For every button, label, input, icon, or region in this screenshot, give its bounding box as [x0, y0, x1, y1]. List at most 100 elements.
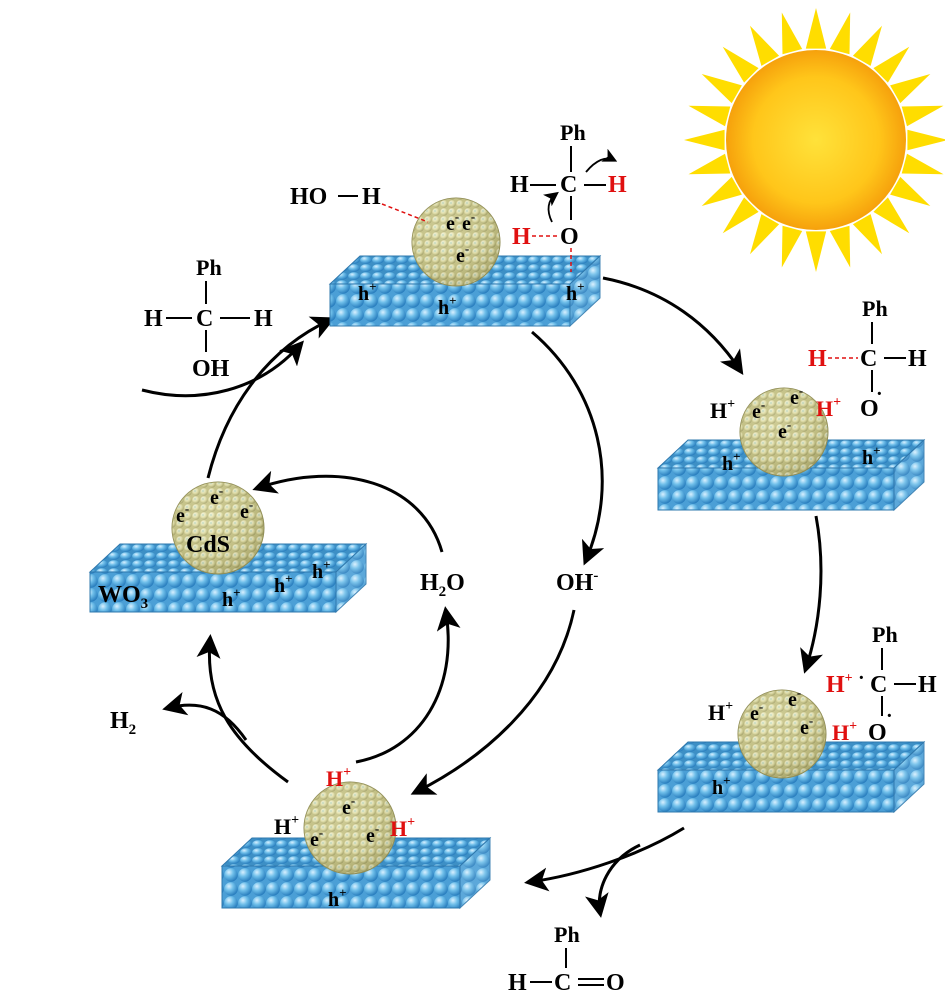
adsorbed-water: HO H [290, 184, 429, 223]
electron-label: e- [446, 209, 459, 235]
svg-text:O: O [860, 396, 879, 422]
arrow-right1-to-right2 [800, 515, 823, 674]
arrow-right2-to-bottom [524, 826, 685, 892]
benzyl-alcohol: Ph H C H OH [144, 255, 273, 382]
proton-label: H+ [826, 671, 853, 698]
electron-label: e- [342, 793, 355, 819]
benzaldehyde: Ph H C O [508, 922, 625, 996]
svg-text:C: C [860, 346, 877, 372]
platform-right1 [656, 387, 926, 512]
hole-label: h+ [274, 571, 293, 597]
svg-text:H: H [144, 306, 163, 332]
catalyst-labels: e- e- e- CdS WO3 h+ h+ h+ [98, 483, 331, 612]
water-label: H2O [420, 570, 465, 600]
svg-text:H: H [508, 970, 527, 996]
radical-2: Ph H+ · C H H+ O · [826, 622, 937, 746]
sun-ray [829, 12, 851, 55]
svg-text:·: · [858, 667, 865, 689]
sun-ray [890, 176, 931, 206]
sun-ray [781, 12, 803, 55]
sun-ray [750, 214, 780, 255]
svg-text:O: O [606, 970, 625, 996]
svg-text:O: O [560, 224, 579, 250]
svg-text:·: · [886, 705, 893, 727]
hole-label: h+ [862, 443, 881, 469]
bottom-labels: H+ H+ e- e- e- H+ h+ [274, 765, 415, 911]
arrow-top-to-right1 [602, 276, 744, 375]
electron-label: e- [750, 699, 763, 725]
svg-text:H: H [510, 172, 529, 198]
sun-ray [688, 153, 731, 175]
right1-labels: H+ e- e- e- H+ h+ h+ [710, 383, 881, 475]
sun-ray [688, 105, 731, 127]
sun-ray [873, 197, 910, 234]
electron-label: e- [800, 713, 813, 739]
arrow-h2-release [162, 691, 248, 741]
svg-text:C: C [196, 306, 213, 332]
sun-ray [701, 176, 742, 206]
sun-ray [750, 25, 780, 66]
sun-ray [805, 8, 827, 49]
electron-label: e- [210, 483, 223, 509]
electron-label: e- [778, 417, 791, 443]
sun-ray [852, 214, 882, 255]
svg-text:Ph: Ph [560, 120, 586, 145]
svg-text:Ph: Ph [196, 255, 222, 280]
sun-ray [829, 225, 851, 268]
sun-ray [852, 25, 882, 66]
electron-label: e- [752, 397, 765, 423]
svg-text:C: C [560, 172, 577, 198]
svg-text:H: H [808, 346, 827, 372]
arrow-left-up [206, 316, 336, 479]
hole-label: h+ [312, 557, 331, 583]
electron-label: e- [310, 825, 323, 851]
svg-text:H: H [512, 224, 531, 250]
platform-top [328, 197, 602, 328]
hole-label: h+ [712, 773, 731, 799]
hole-label: h+ [328, 885, 347, 911]
sun-ray [805, 231, 827, 272]
arrow-oh-to-bottom [410, 609, 576, 795]
sun-ray [873, 46, 910, 83]
arrow-alcohol-input [141, 340, 304, 398]
svg-text:O: O [868, 720, 887, 746]
wo3-label: WO3 [98, 582, 148, 612]
proton-label: H+ [708, 699, 733, 725]
sun-ray [684, 129, 725, 151]
platform-right2 [656, 689, 926, 814]
svg-text:HO: HO [290, 184, 327, 210]
right2-labels: H+ e- e- e- h+ [708, 685, 813, 799]
sun-ray [722, 46, 759, 83]
hole-label: h+ [358, 279, 377, 305]
reaction-arrows [141, 276, 823, 918]
electron-label: e- [790, 383, 803, 409]
proton-label: H+ [390, 815, 415, 841]
electron-label: e- [456, 241, 469, 267]
hydrogen-label: H2 [110, 708, 136, 738]
top-platform-labels: e- e- e- h+ h+ h+ [358, 209, 585, 319]
proton-label: H+ [274, 813, 299, 839]
sun-ray [901, 153, 944, 175]
svg-text:C: C [554, 970, 571, 996]
proton-label: H+ [816, 395, 841, 421]
hole-label: h+ [722, 449, 741, 475]
proton-label: H+ [710, 397, 735, 423]
electron-label: e- [366, 821, 379, 847]
svg-text:Ph: Ph [862, 296, 888, 321]
svg-text:Ph: Ph [554, 922, 580, 947]
svg-text:H: H [362, 184, 381, 210]
electron-label: e- [176, 501, 189, 527]
arrow-h2o-to-catalyst [252, 470, 444, 553]
arrow-bottom-to-catalyst [196, 634, 289, 784]
adsorbed-alcohol: Ph H C H O H [510, 120, 627, 272]
sun-icon [684, 8, 945, 272]
hole-label: h+ [438, 293, 457, 319]
sun-ray [701, 74, 742, 104]
cds-label: CdS [186, 532, 230, 558]
svg-text:·: · [876, 383, 883, 405]
platform-bottom [220, 781, 492, 910]
svg-text:H: H [608, 172, 627, 198]
radical-1: Ph H C H O · [808, 296, 927, 422]
svg-text:H: H [254, 306, 273, 332]
